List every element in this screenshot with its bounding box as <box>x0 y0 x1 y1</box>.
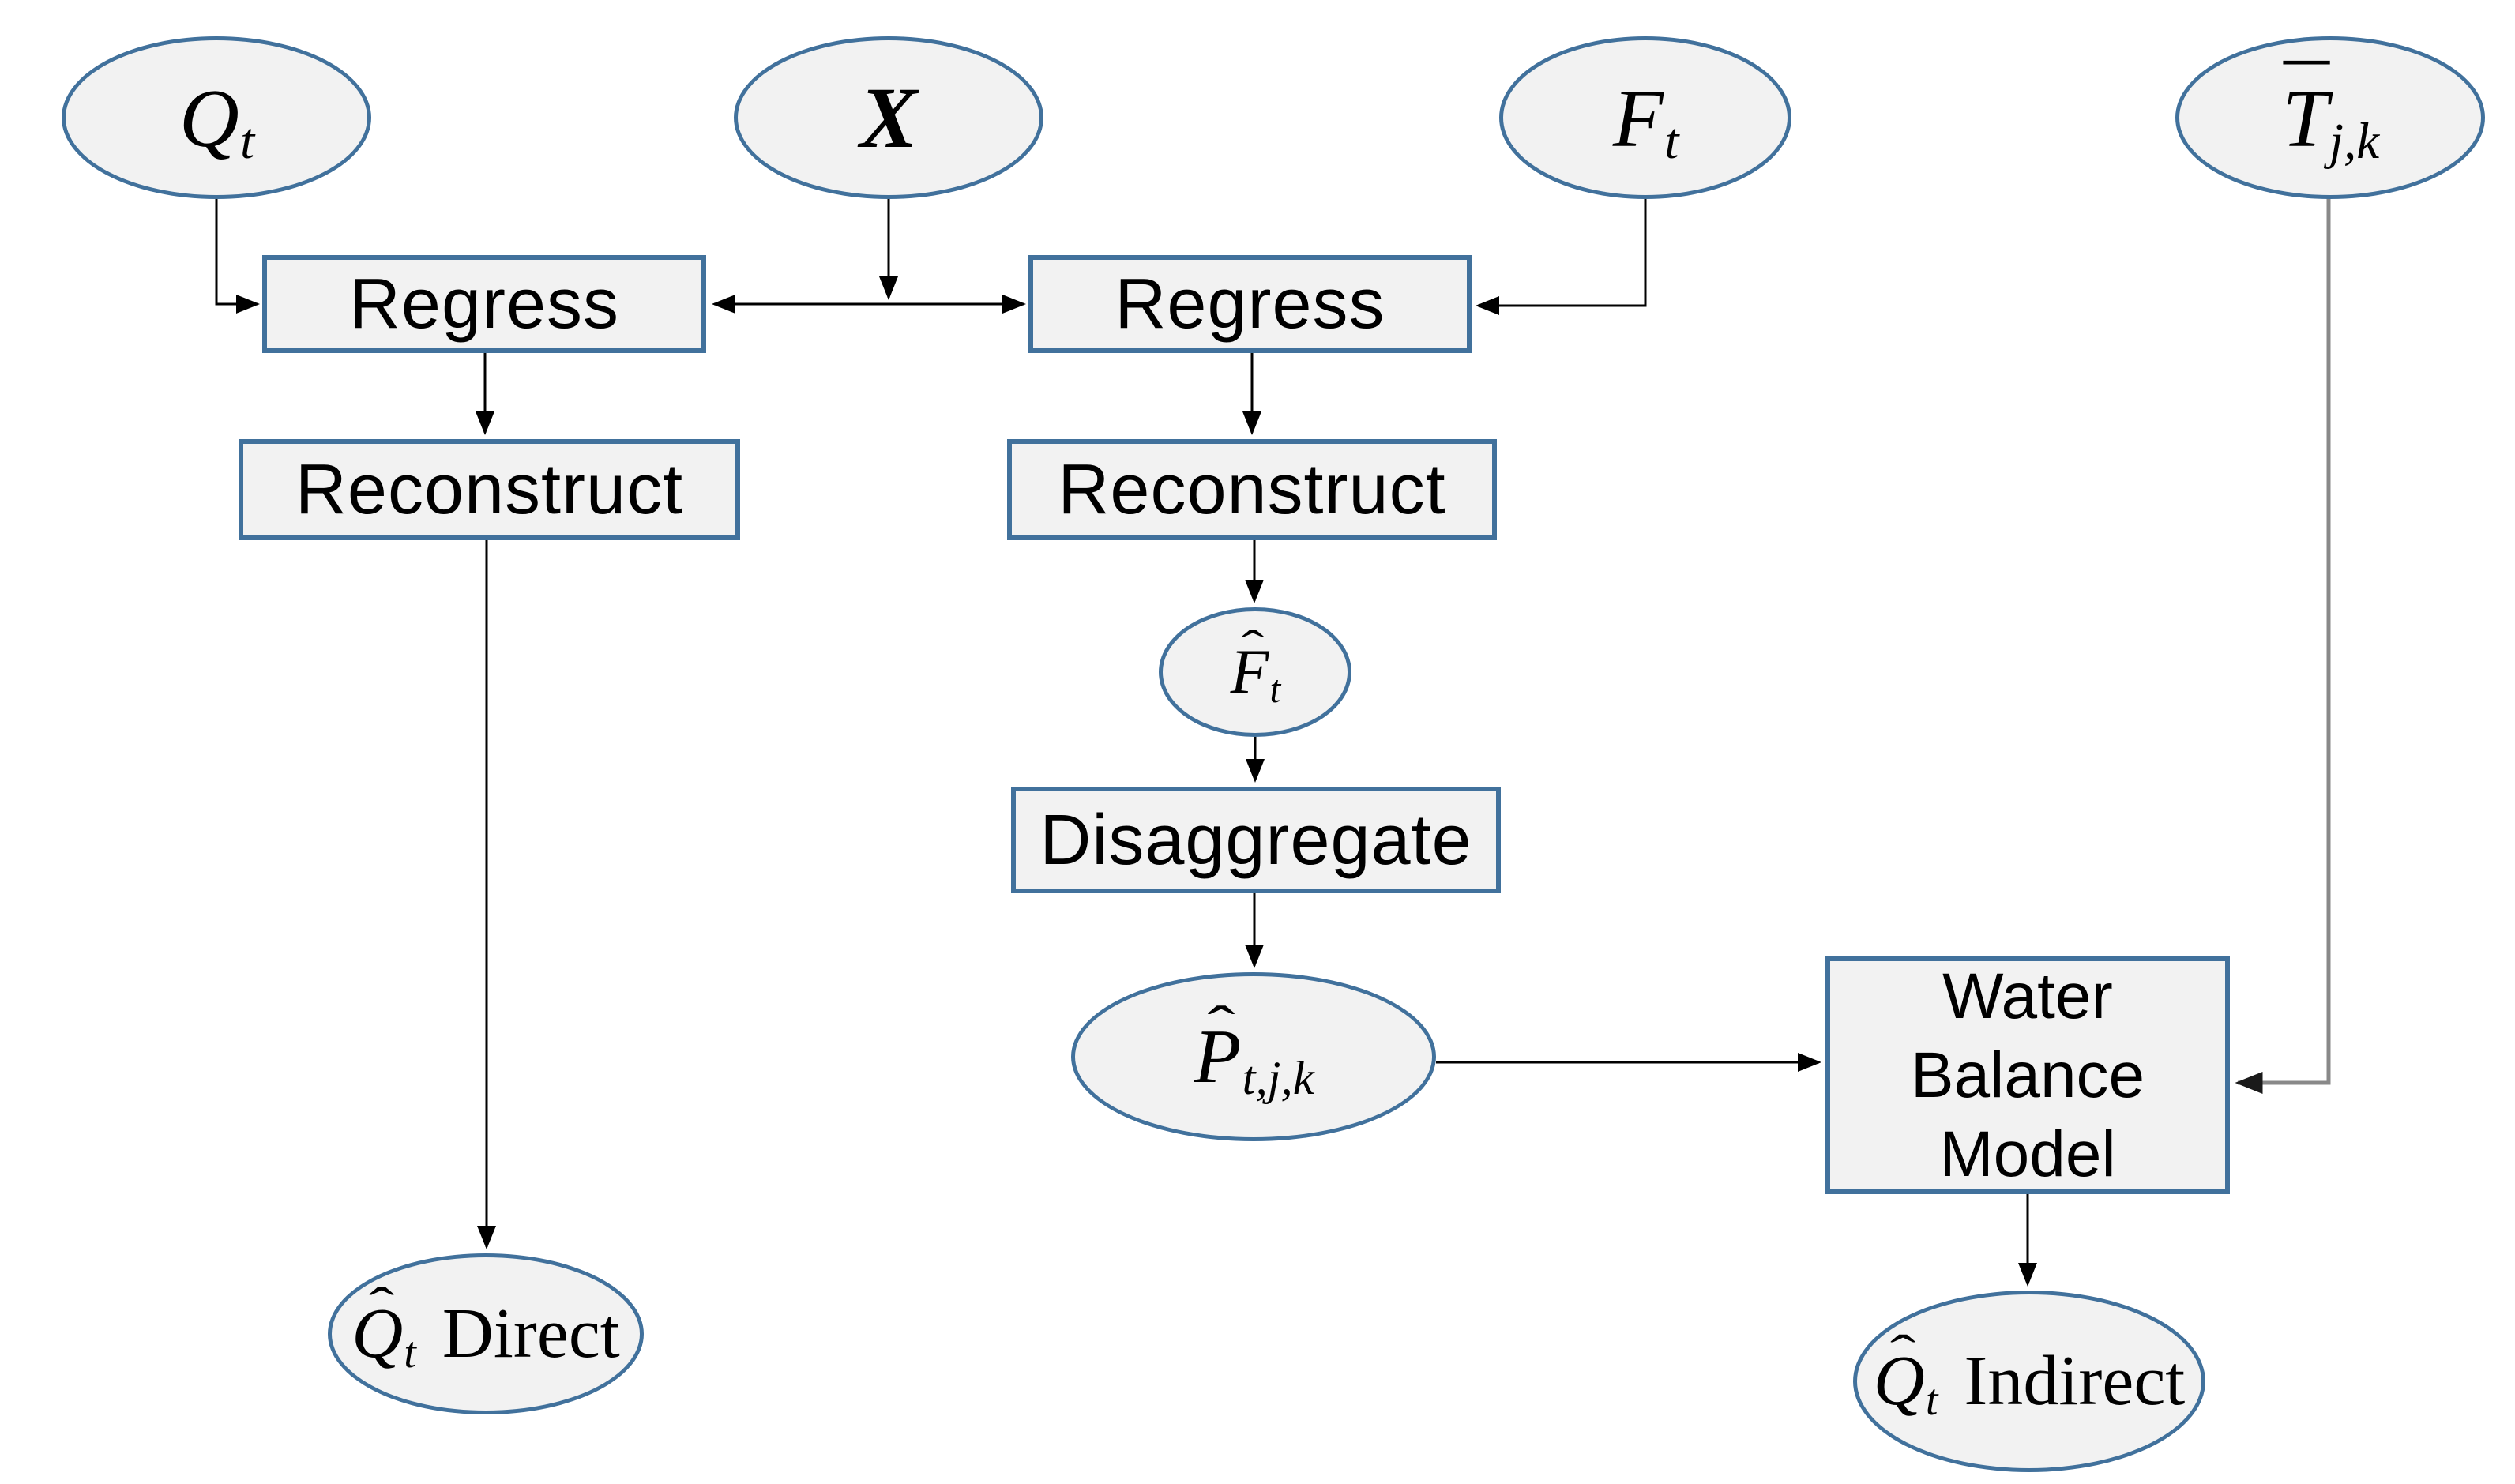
node-tjk: ¯Tj,k <box>2175 36 2485 199</box>
node-qt: Qt <box>62 36 371 199</box>
node-water-balance-model: Water Balance Model <box>1825 956 2230 1194</box>
node-regress-left: Regress <box>262 255 706 353</box>
node-reconstruct-right: Reconstruct <box>1007 439 1497 540</box>
node-disaggregate-label: Disaggregate <box>1039 800 1472 880</box>
node-regress-right-label: Regress <box>1115 265 1385 344</box>
node-disaggregate: Disaggregate <box>1011 787 1501 893</box>
node-ft: Ft <box>1499 36 1791 199</box>
node-regress-left-label: Regress <box>348 265 620 344</box>
wbm-line-3: Model <box>1939 1118 2116 1190</box>
node-ft-label: Ft <box>1612 71 1679 171</box>
node-regress-right: Regress <box>1028 255 1472 353</box>
connector-qt-to-regress-left <box>215 199 260 314</box>
wbm-line-2: Balance <box>1910 1039 2145 1111</box>
node-x-label: X <box>859 70 918 166</box>
node-qt-label: Qt <box>179 71 255 171</box>
node-reconstruct-left-label: Reconstruct <box>295 450 684 529</box>
node-x: X <box>734 36 1043 199</box>
node-reconstruct-right-label: Reconstruct <box>1058 450 1446 529</box>
wbm-line-1: Water <box>1942 960 2113 1032</box>
node-tjk-label: ¯Tj,k <box>2282 49 2380 171</box>
connector-tjk-to-water-balance-model <box>2235 197 2331 1094</box>
connector-ft-to-regress-right <box>1476 199 1647 315</box>
node-water-balance-model-label: Water Balance Model <box>1911 957 2145 1194</box>
node-reconstruct-left: Reconstruct <box>239 439 740 540</box>
